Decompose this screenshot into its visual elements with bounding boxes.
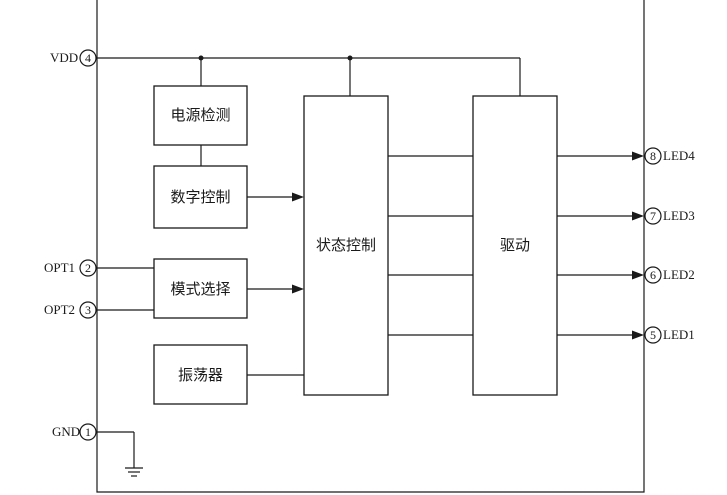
vdd-junction-dot: [198, 55, 204, 61]
oscillator-label: 振荡器: [178, 366, 223, 384]
pin-led4-circle: [644, 147, 662, 165]
pin-led4: 8 LED4: [644, 147, 695, 165]
pin-opt2: OPT2 3: [44, 301, 97, 319]
pin-led4-name: LED4: [663, 148, 695, 163]
digital-control-label: 数字控制: [170, 188, 230, 206]
power-detect-block: [153, 85, 248, 146]
pin-gnd-number: 1: [85, 425, 91, 439]
pin-led1-name: LED1: [663, 327, 695, 342]
mode-select-block: [153, 258, 248, 319]
pin-gnd-name: GND: [52, 424, 80, 439]
vdd-junction-dot: [347, 55, 353, 61]
ground-icon: [125, 467, 143, 477]
arrow-icon: [292, 284, 304, 294]
chip-outline: [96, 0, 645, 493]
pin-opt1-circle: [79, 259, 97, 277]
pin-vdd-number: 4: [85, 51, 91, 65]
driver-block: [472, 95, 558, 396]
state-control-block: [303, 95, 389, 396]
pin-led2-number: 6: [650, 268, 656, 282]
pin-led1-circle: [644, 326, 662, 344]
arrow-icon: [632, 211, 644, 221]
pin-led3: 7 LED3: [644, 207, 695, 225]
arrow-icon: [292, 192, 304, 202]
pin-gnd-circle: [79, 423, 97, 441]
state-control-label: 状态控制: [316, 236, 376, 254]
pin-led3-name: LED3: [663, 208, 695, 223]
pin-gnd: GND 1: [52, 423, 97, 441]
pin-led1-number: 5: [650, 328, 656, 342]
oscillator-block: [153, 344, 248, 405]
pin-opt1-name: OPT1: [44, 260, 75, 275]
pin-opt1-number: 2: [85, 261, 91, 275]
pin-opt2-name: OPT2: [44, 302, 75, 317]
arrow-icon: [632, 270, 644, 280]
pin-vdd-circle: [79, 49, 97, 67]
driver-label: 驱动: [500, 236, 530, 254]
pin-led1: 5 LED1: [644, 326, 695, 344]
pin-vdd-name: VDD: [50, 50, 78, 65]
pin-led2-name: LED2: [663, 267, 695, 282]
pin-opt2-number: 3: [85, 303, 91, 317]
digital-control-block: [153, 165, 248, 229]
mode-select-label: 模式选择: [170, 280, 230, 298]
power-detect-label: 电源检测: [170, 106, 230, 124]
pin-vdd: VDD 4: [50, 49, 97, 67]
pin-led3-circle: [644, 207, 662, 225]
pin-led4-number: 8: [650, 149, 656, 163]
arrow-icon: [632, 330, 644, 340]
pin-led2-circle: [644, 266, 662, 284]
pin-opt2-circle: [79, 301, 97, 319]
pin-opt1: OPT1 2: [44, 259, 97, 277]
pin-led3-number: 7: [650, 209, 656, 223]
pin-led2: 6 LED2: [644, 266, 695, 284]
arrow-icon: [632, 151, 644, 161]
